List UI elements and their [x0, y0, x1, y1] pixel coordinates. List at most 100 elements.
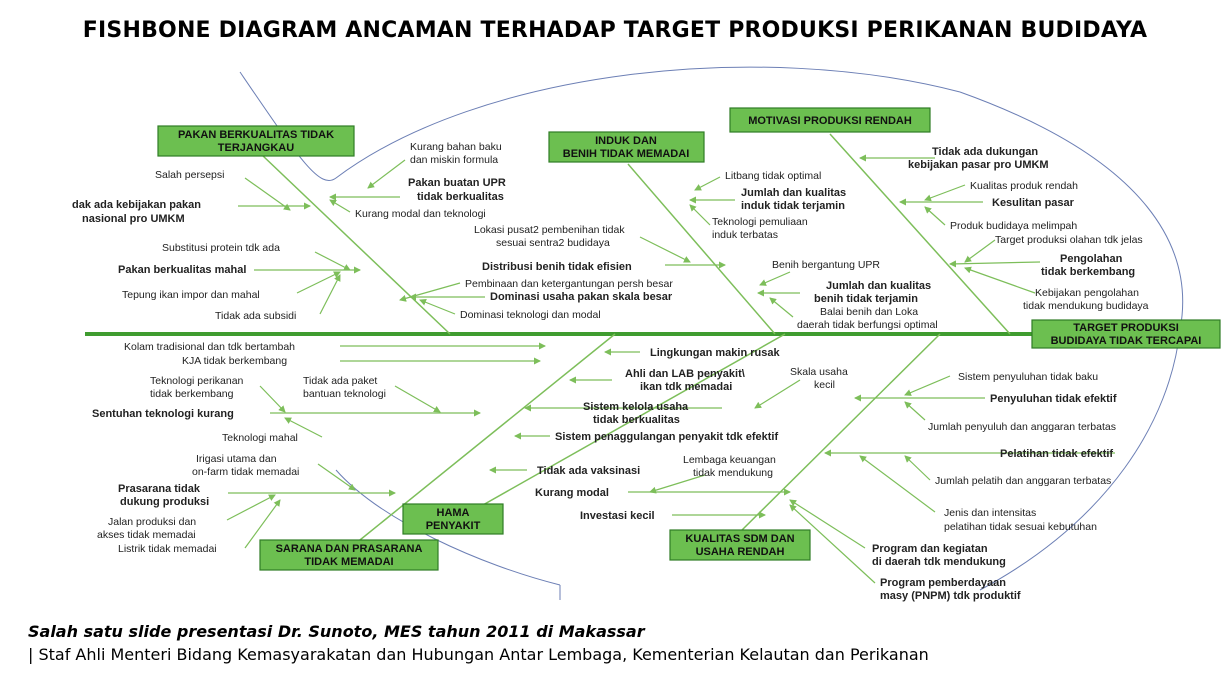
- pakan-causes: Kurang bahan baku dan miskin formula Sal…: [72, 141, 506, 322]
- category-pakan: PAKAN BERKUALITAS TIDAK TERJANGKAU: [157, 125, 355, 157]
- cause-text: Dominasi teknologi dan modal: [460, 309, 601, 321]
- cause-text: ikan tdk memadai: [640, 381, 732, 393]
- category-induk-label-1: INDUK DAN: [595, 135, 657, 147]
- cause-text: pelatihan tidak sesuai kebutuhan: [944, 521, 1097, 533]
- footer-affiliation: | Staf Ahli Menteri Bidang Kemasyarakata…: [28, 645, 929, 664]
- cause-text: Tidak ada paket: [303, 375, 377, 387]
- cause-text: induk tidak terjamin: [741, 200, 845, 212]
- cause-text: Prasarana tidak: [118, 483, 201, 495]
- cause-text: Kesulitan pasar: [992, 197, 1075, 209]
- head-box: TARGET PRODUKSI BUDIDAYA TIDAK TERCAPAI: [1031, 319, 1221, 349]
- cause-text: KJA tidak berkembang: [182, 355, 287, 367]
- cause-text: tidak berkualitas: [417, 191, 504, 203]
- cause-text: Program pemberdayaan: [880, 577, 1006, 589]
- cause-text: Produk budidaya melimpah: [950, 220, 1077, 232]
- cause-text: Lokasi pusat2 pembenihan tidak: [474, 224, 625, 236]
- cause-text: nasional pro UMKM: [82, 213, 185, 225]
- cause-text: Pakan buatan UPR: [408, 177, 506, 189]
- category-sdm: KUALITAS SDM DAN USAHA RENDAH: [669, 529, 811, 561]
- sub-bones: [226, 154, 1115, 584]
- category-sarana-label-1: SARANA DAN PRASARANA: [276, 543, 423, 555]
- cause-text: Tepung ikan impor dan mahal: [122, 289, 260, 301]
- cause-text: Kualitas produk rendah: [970, 180, 1078, 192]
- cause-text: Dominasi usaha pakan skala besar: [490, 291, 673, 303]
- category-sdm-label-1: KUALITAS SDM DAN: [685, 533, 794, 545]
- cause-text: Jumlah dan kualitas: [741, 187, 846, 199]
- cause-text: Pengolahan: [1060, 253, 1123, 265]
- cause-text: bantuan teknologi: [303, 388, 386, 400]
- cause-text: Jenis dan intensitas: [944, 507, 1036, 519]
- cause-text: Jalan produksi dan: [108, 516, 196, 528]
- cause-text: Jumlah pelatih dan anggaran terbatas: [935, 475, 1111, 487]
- cause-text: Kurang bahan baku: [410, 141, 502, 153]
- cause-text: akses tidak memadai: [97, 529, 196, 541]
- cause-text: Sentuhan teknologi kurang: [92, 408, 234, 420]
- cause-text: dukung produksi: [120, 496, 209, 508]
- cause-text: masy (PNPM) tdk produktif: [880, 590, 1021, 602]
- cause-text: Listrik tidak memadai: [118, 543, 217, 555]
- cause-text: Tidak ada vaksinasi: [537, 465, 640, 477]
- cause-text: Substitusi protein tdk ada: [162, 242, 280, 254]
- cause-text: Penyuluhan tidak efektif: [990, 393, 1117, 405]
- cause-text: Irigasi utama dan: [196, 453, 277, 465]
- cause-text: daerah tidak berfungsi optimal: [797, 319, 938, 331]
- category-induk-label-2: BENIH TIDAK MEMADAI: [563, 148, 690, 160]
- cause-text: Sistem kelola usaha: [583, 401, 689, 413]
- cause-text: Lingkungan makin rusak: [650, 347, 780, 359]
- cause-text: Teknologi mahal: [222, 432, 298, 444]
- head-label-2: BUDIDAYA TIDAK TERCAPAI: [1051, 335, 1202, 347]
- footer-credit: Salah satu slide presentasi Dr. Sunoto, …: [28, 622, 645, 641]
- category-pakan-label-2: TERJANGKAU: [218, 142, 294, 154]
- cause-text: kecil: [814, 379, 835, 391]
- category-induk: INDUK DAN BENIH TIDAK MEMADAI: [548, 131, 705, 163]
- diagram-title: FISHBONE DIAGRAM ANCAMAN TERHADAP TARGET…: [82, 18, 1148, 43]
- cause-text: tidak berkualitas: [593, 414, 680, 426]
- cause-text: Program dan kegiatan: [872, 543, 988, 555]
- cause-text: tidak berkembang: [1041, 266, 1135, 278]
- cause-text: Lembaga keuangan: [683, 454, 776, 466]
- cause-text: di daerah tdk mendukung: [872, 556, 1006, 568]
- cause-text: Jumlah dan kualitas: [826, 280, 931, 292]
- motivasi-causes: Tidak ada dukungan kebijakan pasar pro U…: [908, 146, 1149, 312]
- cause-text: Pakan berkualitas mahal: [118, 264, 246, 276]
- category-sdm-label-2: USAHA RENDAH: [696, 546, 785, 558]
- cause-text: Pelatihan tidak efektif: [1000, 448, 1113, 460]
- cause-text: Sistem penaggulangan penyakit tdk efekti…: [555, 431, 778, 443]
- cause-text: induk terbatas: [712, 229, 778, 241]
- category-sarana-label-2: TIDAK MEMADAI: [304, 556, 393, 568]
- main-bones: [261, 133, 1011, 545]
- cause-text: Investasi kecil: [580, 510, 655, 522]
- cause-text: Pembinaan dan ketergantungan persh besar: [465, 278, 673, 290]
- cause-text: benih tidak terjamin: [814, 293, 918, 305]
- category-hama-label-1: HAMA: [437, 507, 470, 519]
- cause-text: Tidak ada dukungan: [932, 146, 1038, 158]
- category-pakan-label-1: PAKAN BERKUALITAS TIDAK: [178, 129, 334, 141]
- cause-text: Salah persepsi: [155, 169, 224, 181]
- cause-text: Teknologi pemuliaan: [712, 216, 808, 228]
- cause-text: tidak mendukung: [693, 467, 773, 479]
- cause-text: Distribusi benih tidak efisien: [482, 261, 632, 273]
- cause-text: Kurang modal dan teknologi: [355, 208, 486, 220]
- category-sarana: SARANA DAN PRASARANA TIDAK MEMADAI: [259, 539, 439, 571]
- cause-text: Skala usaha: [790, 366, 848, 378]
- cause-text: kebijakan pasar pro UMKM: [908, 159, 1049, 171]
- cause-text: Benih bergantung UPR: [772, 259, 880, 271]
- cause-text: Jumlah penyuluh dan anggaran terbatas: [928, 421, 1116, 433]
- head-label-1: TARGET PRODUKSI: [1073, 322, 1179, 334]
- cause-text: Kurang modal: [535, 487, 609, 499]
- cause-text: on-farm tidak memadai: [192, 466, 299, 478]
- fishbone-diagram: TARGET PRODUKSI BUDIDAYA TIDAK TERCAPAI: [72, 66, 1221, 602]
- category-hama: HAMA PENYAKIT: [402, 503, 504, 535]
- cause-text: Target produksi olahan tdk jelas: [995, 234, 1143, 246]
- cause-text: dan miskin formula: [410, 154, 498, 166]
- cause-text: dak ada kebijakan pakan: [72, 199, 201, 211]
- cause-text: Kebijakan pengolahan: [1035, 287, 1139, 299]
- sarana-causes: Kolam tradisional dan tdk bertambah KJA …: [92, 341, 386, 555]
- cause-text: tidak berkembang: [150, 388, 234, 400]
- hama-causes: Lingkungan makin rusak Ahli dan LAB peny…: [535, 347, 848, 522]
- cause-text: Tidak ada subsidi: [215, 310, 296, 322]
- category-motivasi-label: MOTIVASI PRODUKSI RENDAH: [748, 115, 912, 127]
- cause-text: Kolam tradisional dan tdk bertambah: [124, 341, 295, 353]
- cause-text: Teknologi perikanan: [150, 375, 244, 387]
- category-hama-label-2: PENYAKIT: [426, 520, 481, 532]
